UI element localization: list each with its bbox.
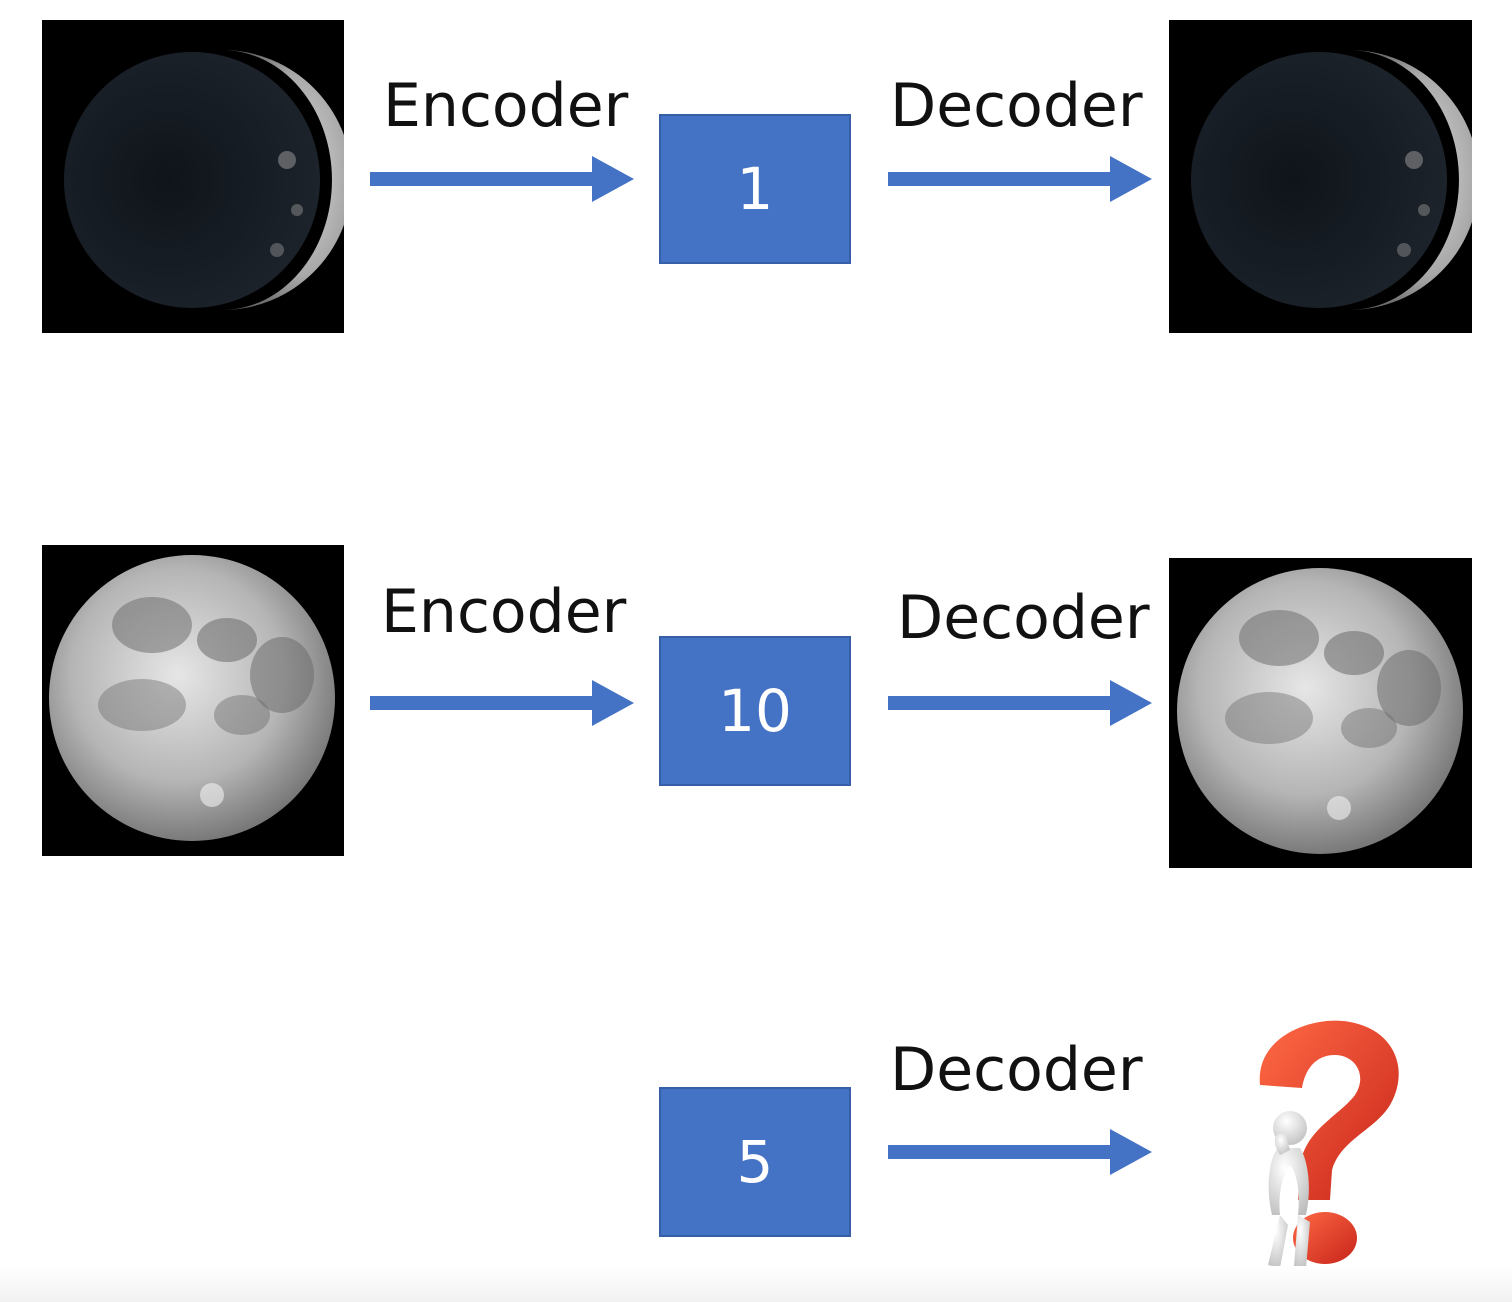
encoder-arrow <box>370 154 660 204</box>
decoder-arrow <box>888 154 1178 204</box>
decoder-arrow <box>888 678 1178 728</box>
latent-code-box: 1 <box>659 114 851 264</box>
question-mark-figure-icon <box>1220 1010 1440 1280</box>
decoder-label: Decoder <box>890 71 1143 141</box>
latent-code-value: 5 <box>736 1128 774 1196</box>
encoder-arrow <box>370 678 660 728</box>
crescent-moon-input-image <box>42 20 344 333</box>
encoder-label: Encoder <box>381 577 627 647</box>
decoder-arrow <box>888 1127 1178 1177</box>
full-moon-output-image <box>1169 558 1472 868</box>
latent-code-box: 10 <box>659 636 851 786</box>
full-moon-input-image <box>42 545 344 856</box>
latent-code-value: 1 <box>736 155 774 223</box>
latent-code-value: 10 <box>718 677 792 745</box>
decoder-label: Decoder <box>897 583 1150 653</box>
decoder-label: Decoder <box>890 1035 1143 1105</box>
crescent-moon-output-image <box>1169 20 1472 333</box>
encoder-label: Encoder <box>383 71 629 141</box>
bottom-edge-shade <box>0 1266 1512 1302</box>
latent-code-box: 5 <box>659 1087 851 1237</box>
